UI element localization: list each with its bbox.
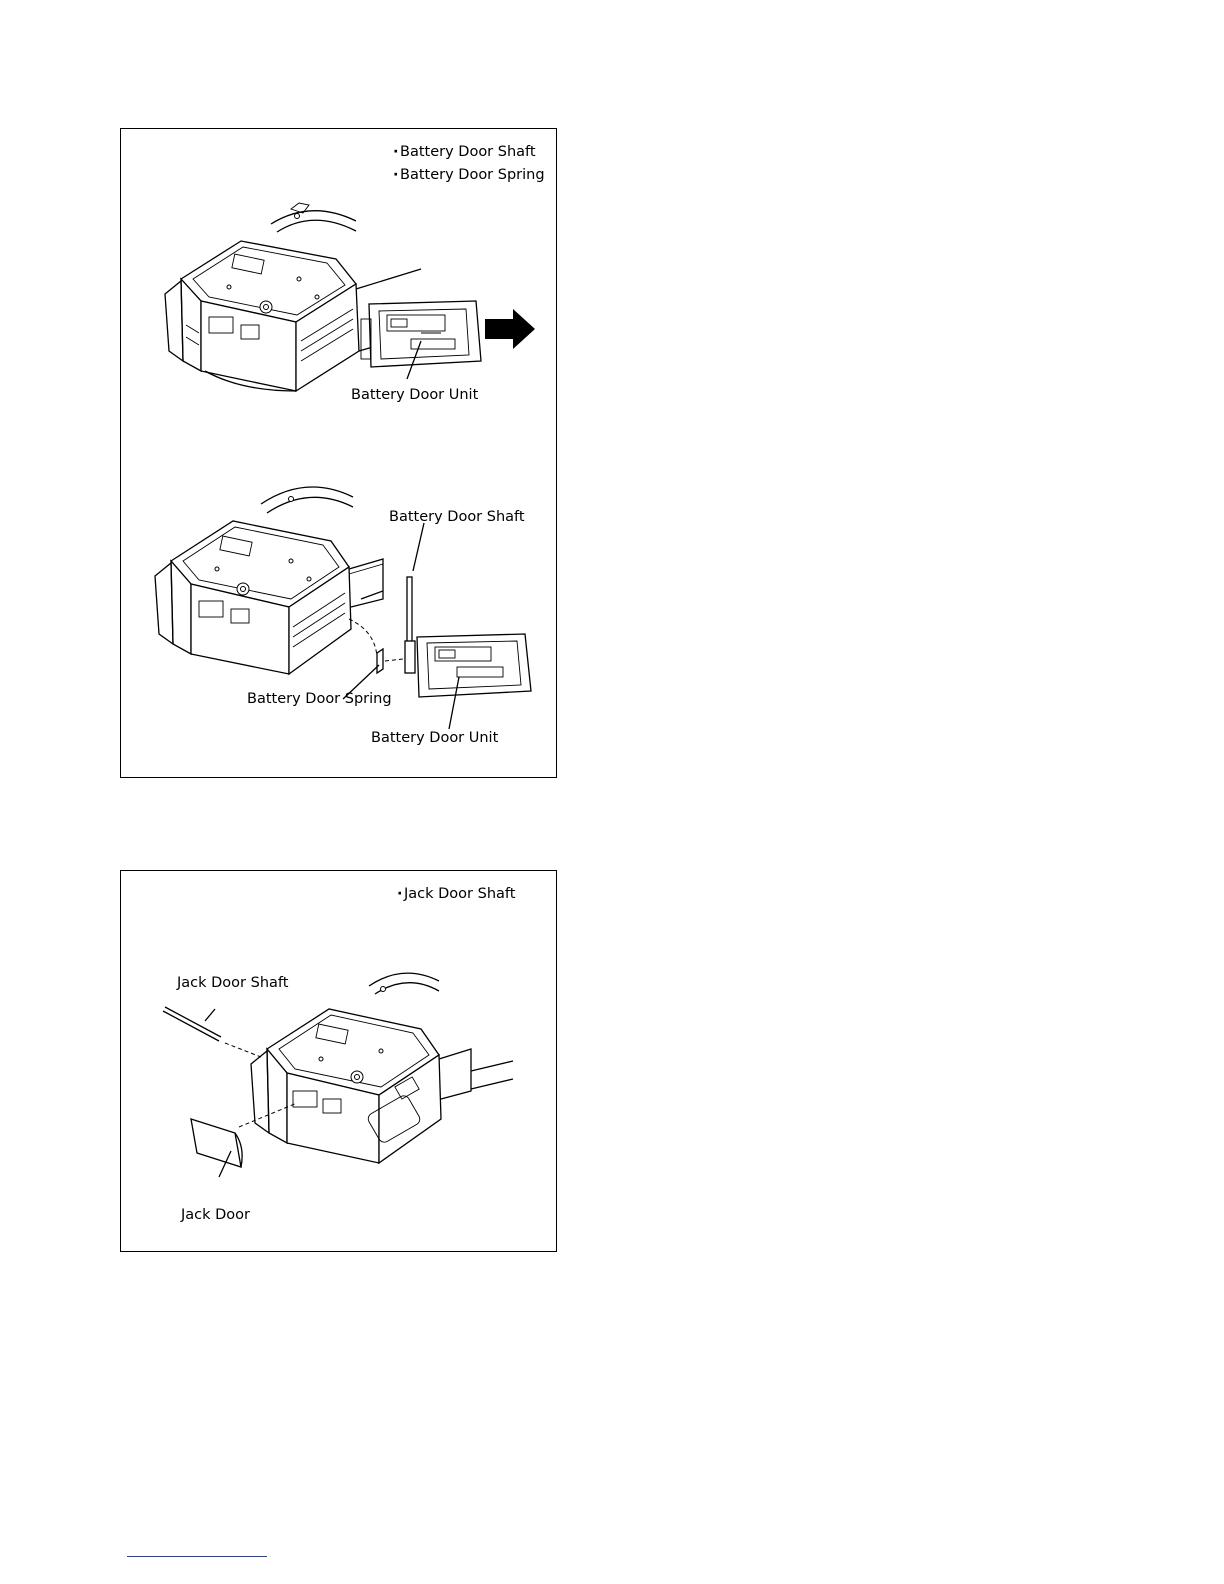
footer-rule [127,1556,267,1557]
jack-door-diagram-panel: Jack Door Shaft [120,870,557,1252]
jack-door-removal-illustration [121,871,558,1253]
callout-battery-door-spring: Battery Door Spring [247,691,392,707]
callout-battery-door-unit-2: Battery Door Unit [371,730,498,746]
battery-door-disassembly-illustration [121,129,558,779]
callout-jack-door-shaft: Jack Door Shaft [177,975,288,991]
callout-jack-door: Jack Door [181,1207,250,1223]
callout-battery-door-shaft: Battery Door Shaft [389,509,525,525]
battery-door-diagram-panel: Battery Door Shaft Battery Door Spring [120,128,557,778]
